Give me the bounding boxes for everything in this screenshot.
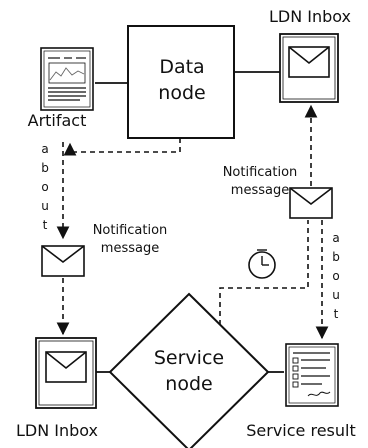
svg-text:a: a bbox=[41, 142, 48, 156]
service-node-diamond bbox=[108, 292, 270, 448]
svg-text:b: b bbox=[41, 161, 49, 175]
notification-right-label-line2: message bbox=[231, 183, 289, 198]
service-to-notification-dashed-line bbox=[219, 220, 309, 325]
data-node-box bbox=[127, 25, 235, 139]
ldn-inbox-bottom-icon bbox=[35, 337, 97, 409]
service-node-label-line2: node bbox=[165, 373, 212, 395]
svg-text:u: u bbox=[332, 288, 340, 302]
svg-text:t: t bbox=[334, 307, 339, 321]
data-node-label-line2: node bbox=[158, 82, 205, 104]
notification-left-label-line1: Notification bbox=[93, 223, 168, 238]
svg-text:b: b bbox=[332, 250, 340, 264]
service-result-document-icon bbox=[285, 343, 339, 407]
svg-text:u: u bbox=[41, 199, 49, 213]
service-result-label: Service result bbox=[246, 421, 355, 440]
notification-right-label-line1: Notification bbox=[223, 165, 298, 180]
svg-text:o: o bbox=[41, 180, 48, 194]
ldn-inbox-top-label: LDN Inbox bbox=[269, 7, 351, 26]
about-label-right: a b o u t bbox=[332, 231, 340, 321]
ldn-inbox-bottom-label: LDN Inbox bbox=[16, 421, 98, 440]
data-node-label-line1: Data bbox=[159, 56, 204, 78]
notification-envelope-right-icon bbox=[289, 187, 333, 219]
notification-left-label-line2: message bbox=[101, 241, 159, 256]
artifact-label: Artifact bbox=[28, 111, 87, 130]
svg-text:o: o bbox=[332, 269, 339, 283]
svg-text:a: a bbox=[332, 231, 339, 245]
about-label-left: a b o u t bbox=[41, 142, 49, 232]
notification-envelope-left-icon bbox=[41, 245, 85, 277]
service-node-label-line1: Service bbox=[154, 347, 224, 369]
ldn-inbox-top-icon bbox=[279, 33, 339, 103]
clock-icon bbox=[248, 249, 276, 279]
svg-text:t: t bbox=[43, 218, 48, 232]
artifact-document-icon bbox=[40, 47, 94, 111]
data-node-to-artifact-dashed-arrow bbox=[63, 138, 181, 156]
